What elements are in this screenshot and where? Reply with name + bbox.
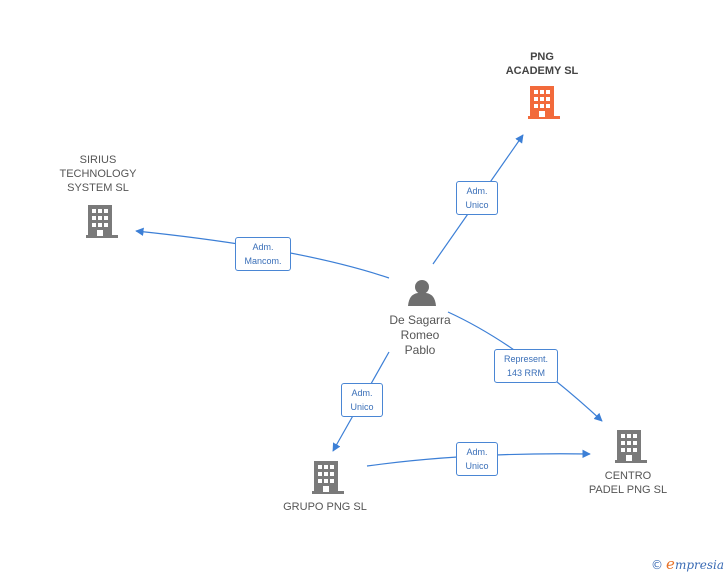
person-icon bbox=[408, 280, 436, 306]
building-icon-sirius bbox=[86, 205, 118, 238]
brand-initial: e bbox=[666, 555, 675, 573]
node-label-sirius[interactable]: SIRIUS TECHNOLOGY SYSTEM SL bbox=[59, 154, 137, 194]
node-label-grupo-png[interactable]: GRUPO PNG SL bbox=[283, 501, 367, 513]
node-label-png-academy[interactable]: PNG ACADEMY SL bbox=[505, 51, 579, 77]
edge-label-person-centro-padel: Represent. 143 RRM bbox=[494, 349, 558, 383]
empresia-logo: ©empresia bbox=[651, 555, 724, 573]
node-label-person[interactable]: De Sagarra Romeo Pablo bbox=[389, 313, 451, 357]
building-icon-centro-padel bbox=[615, 430, 647, 463]
brand-name: mpresia bbox=[674, 558, 724, 572]
copyright-symbol: © bbox=[651, 558, 664, 572]
node-label-centro-padel[interactable]: CENTRO PADEL PNG SL bbox=[588, 470, 668, 496]
building-icon-grupo-png bbox=[312, 461, 344, 494]
building-icon-png-academy bbox=[528, 86, 560, 119]
edge-label-grupo-centro-padel: Adm. Unico bbox=[456, 442, 498, 476]
edge-label-person-grupo-png: Adm. Unico bbox=[341, 383, 383, 417]
edge-label-person-sirius: Adm. Mancom. bbox=[235, 237, 291, 271]
edge-label-person-png-academy: Adm. Unico bbox=[456, 181, 498, 215]
